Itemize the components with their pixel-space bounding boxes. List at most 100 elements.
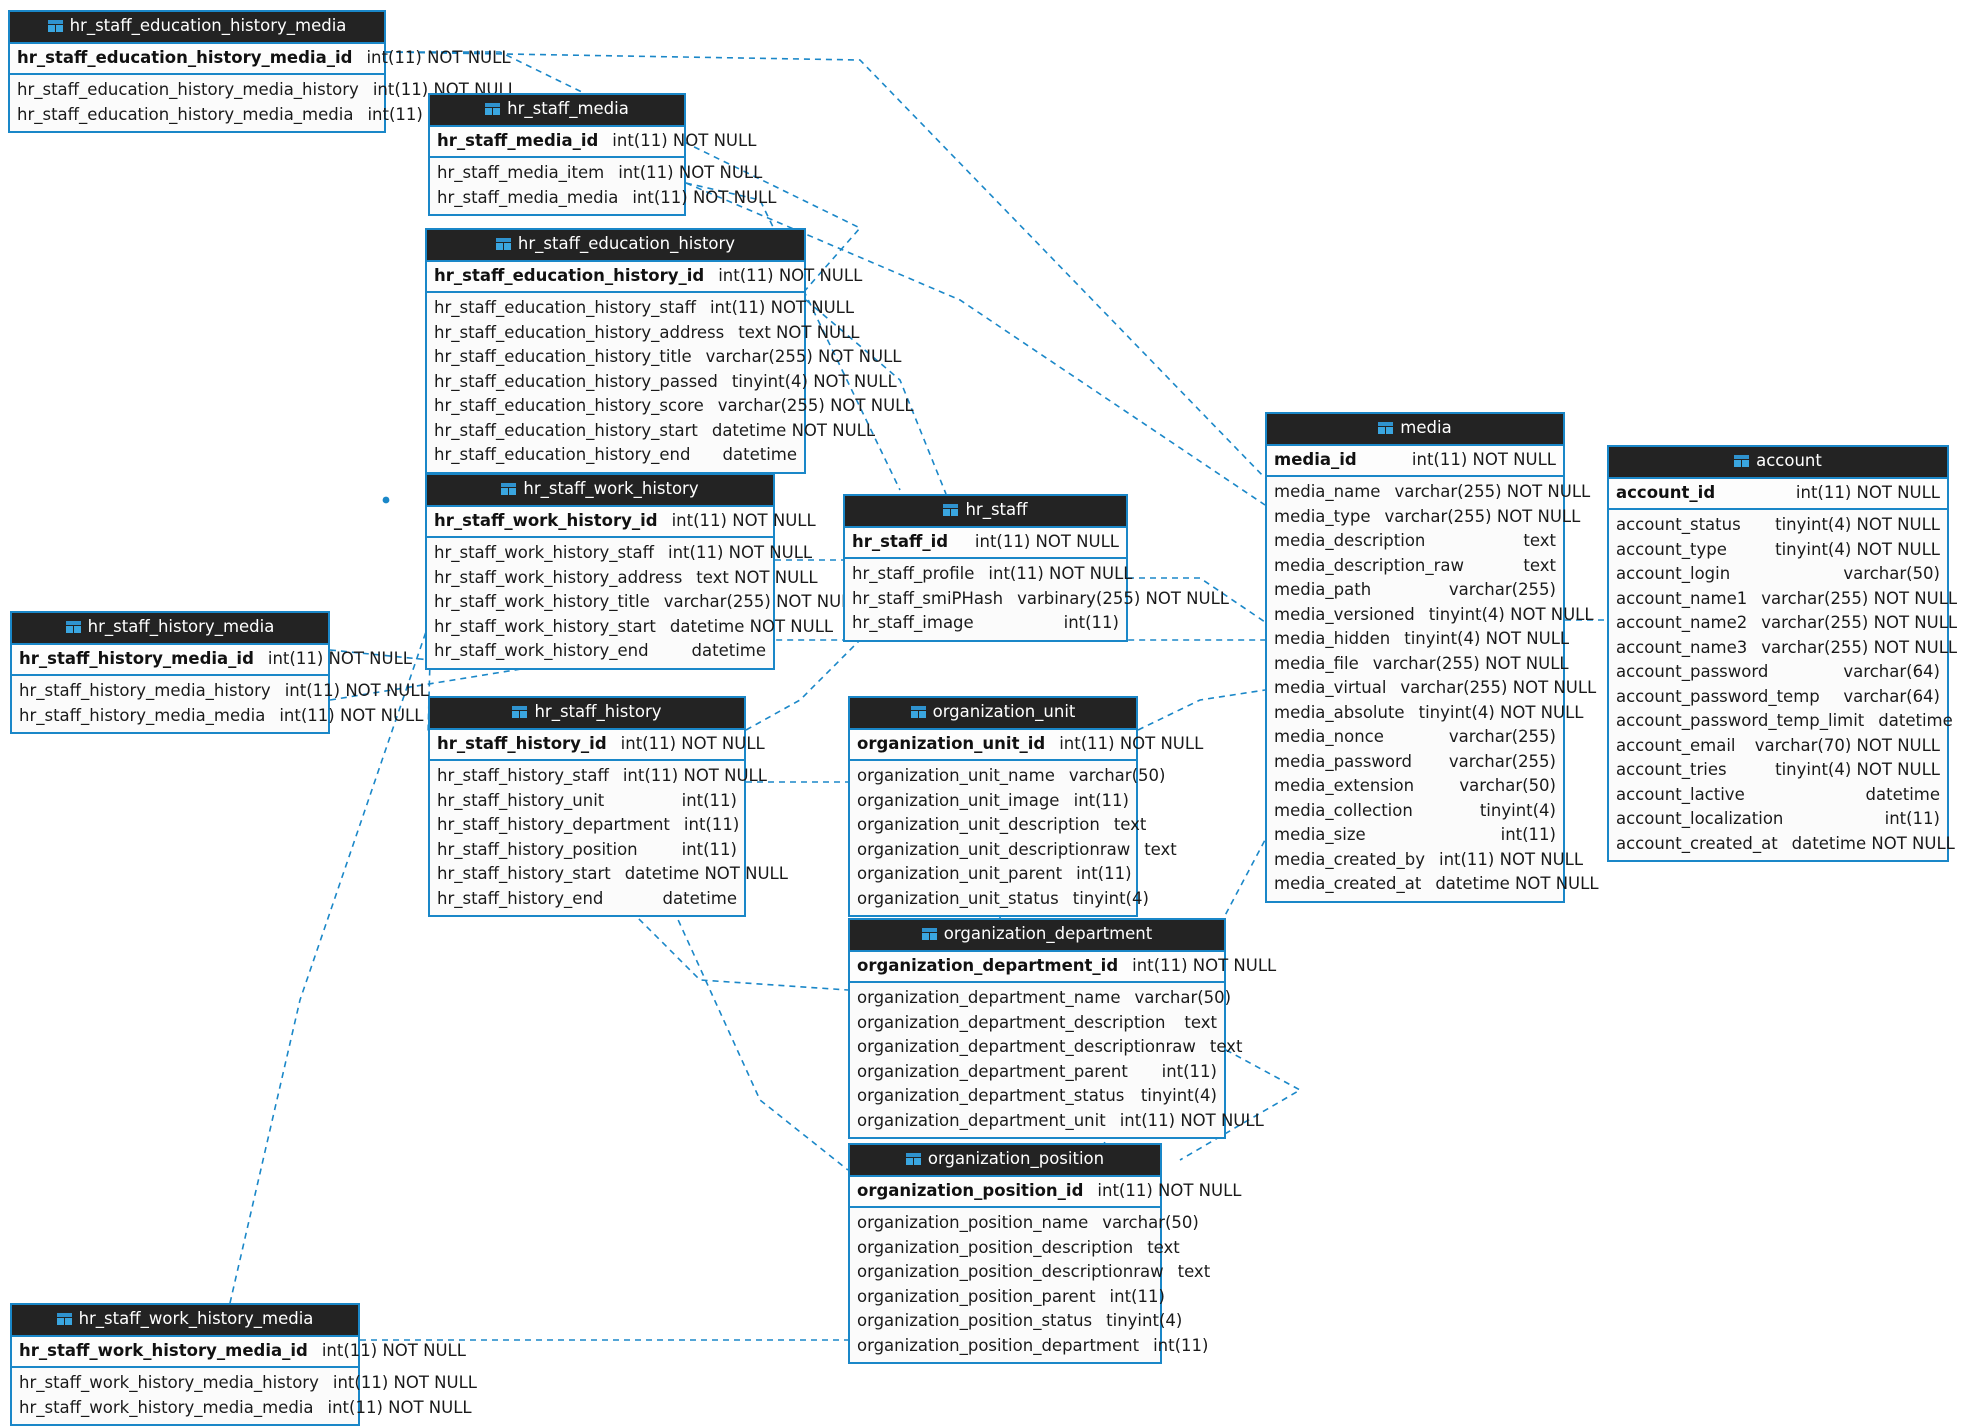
entity-header[interactable]: hr_staff_history bbox=[430, 698, 744, 730]
entity-header[interactable]: hr_staff bbox=[845, 496, 1126, 528]
entity-header[interactable]: hr_staff_work_history_media bbox=[12, 1305, 358, 1337]
entity-header[interactable]: account bbox=[1609, 447, 1947, 479]
column-row[interactable]: hr_staff_education_history_media_history… bbox=[10, 78, 517, 103]
entity-header[interactable]: hr_staff_media bbox=[430, 95, 684, 127]
entity-header[interactable]: organization_position bbox=[850, 1145, 1160, 1177]
entity-header[interactable]: hr_staff_work_history bbox=[427, 475, 773, 507]
entity-header[interactable]: hr_staff_history_media bbox=[12, 613, 328, 645]
entity-header[interactable]: hr_staff_education_history bbox=[427, 230, 804, 262]
entity-header[interactable]: organization_department bbox=[850, 920, 1224, 952]
